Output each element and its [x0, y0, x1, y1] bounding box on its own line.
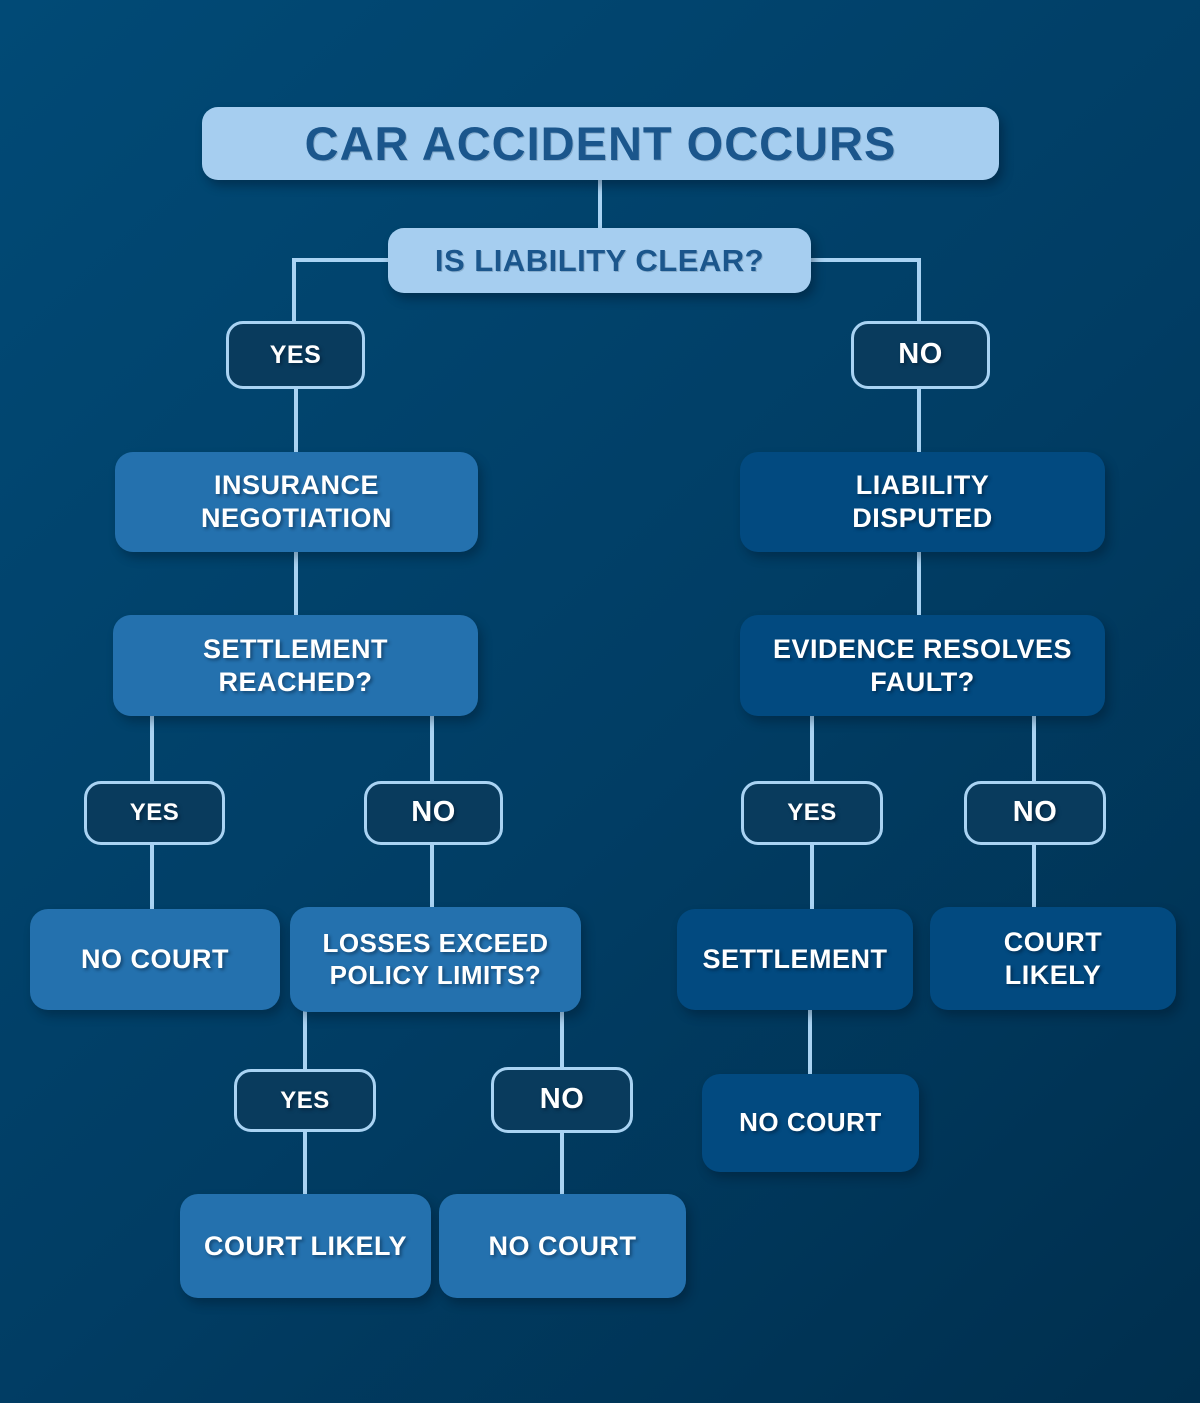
connector: [917, 258, 921, 323]
decision-node-losses-exceed-policy-limits: LOSSES EXCEED POLICY LIMITS?: [290, 907, 581, 1012]
connector: [292, 258, 296, 323]
connector: [560, 1010, 564, 1069]
branch-label-no: NO: [491, 1067, 633, 1133]
connector: [917, 550, 921, 617]
connector: [917, 387, 921, 454]
connector: [809, 258, 921, 262]
title-node-car-accident-occurs: CAR ACCIDENT OCCURS: [202, 107, 999, 180]
connector: [294, 550, 298, 617]
decision-node-is-liability-clear: IS LIABILITY CLEAR?: [388, 228, 811, 293]
connector: [598, 178, 602, 230]
branch-label-yes: YES: [741, 781, 883, 845]
process-node-insurance-negotiation: INSURANCE NEGOTIATION: [115, 452, 478, 552]
connector: [150, 714, 154, 783]
outcome-node-court-likely: COURT LIKELY: [930, 907, 1176, 1010]
connector: [303, 1010, 307, 1071]
branch-label-no: NO: [964, 781, 1106, 845]
branch-label-yes: YES: [226, 321, 365, 389]
decision-node-settlement-reached: SETTLEMENT REACHED?: [113, 615, 478, 716]
branch-label-yes: YES: [84, 781, 225, 845]
connector: [430, 843, 434, 909]
process-node-liability-disputed: LIABILITY DISPUTED: [740, 452, 1105, 552]
connector: [294, 387, 298, 454]
connector: [1032, 843, 1036, 909]
connector: [810, 843, 814, 911]
connector: [150, 843, 154, 911]
branch-label-no: NO: [851, 321, 990, 389]
outcome-node-court-likely: COURT LIKELY: [180, 1194, 431, 1298]
outcome-node-no-court: NO COURT: [30, 909, 280, 1010]
connector: [1032, 714, 1036, 783]
branch-label-no: NO: [364, 781, 503, 845]
branch-label-yes: YES: [234, 1069, 376, 1132]
outcome-node-no-court: NO COURT: [439, 1194, 686, 1298]
connector: [560, 1131, 564, 1196]
connector: [808, 1008, 812, 1076]
connector: [810, 714, 814, 783]
connector: [430, 714, 434, 783]
outcome-node-settlement: SETTLEMENT: [677, 909, 913, 1010]
connector: [303, 1130, 307, 1196]
connector: [292, 258, 390, 262]
outcome-node-no-court: NO COURT: [702, 1074, 919, 1172]
decision-node-evidence-resolves-fault: EVIDENCE RESOLVES FAULT?: [740, 615, 1105, 716]
